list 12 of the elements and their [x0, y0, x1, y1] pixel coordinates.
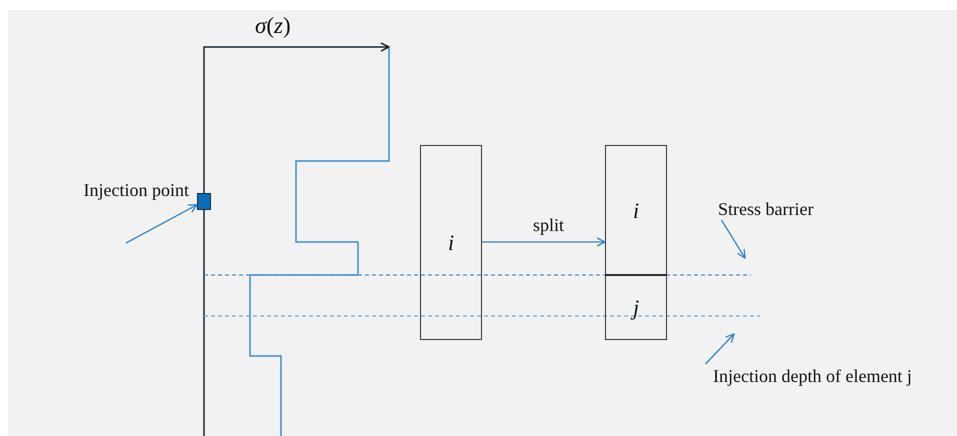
annotation-text: Stress barrier	[700, 198, 840, 220]
arrow	[705, 333, 735, 364]
arrow	[720, 220, 746, 259]
element-box: j	[605, 275, 667, 340]
injection-point-marker	[197, 193, 211, 210]
arrow	[482, 237, 606, 247]
element-box: i	[420, 145, 482, 340]
injection-point-label: Injection point	[84, 181, 189, 199]
annotation-text: Injection depth of element j	[695, 364, 950, 388]
axis-label: σ(z)	[255, 14, 291, 37]
arrow	[126, 204, 198, 244]
element-box: i	[605, 145, 667, 275]
